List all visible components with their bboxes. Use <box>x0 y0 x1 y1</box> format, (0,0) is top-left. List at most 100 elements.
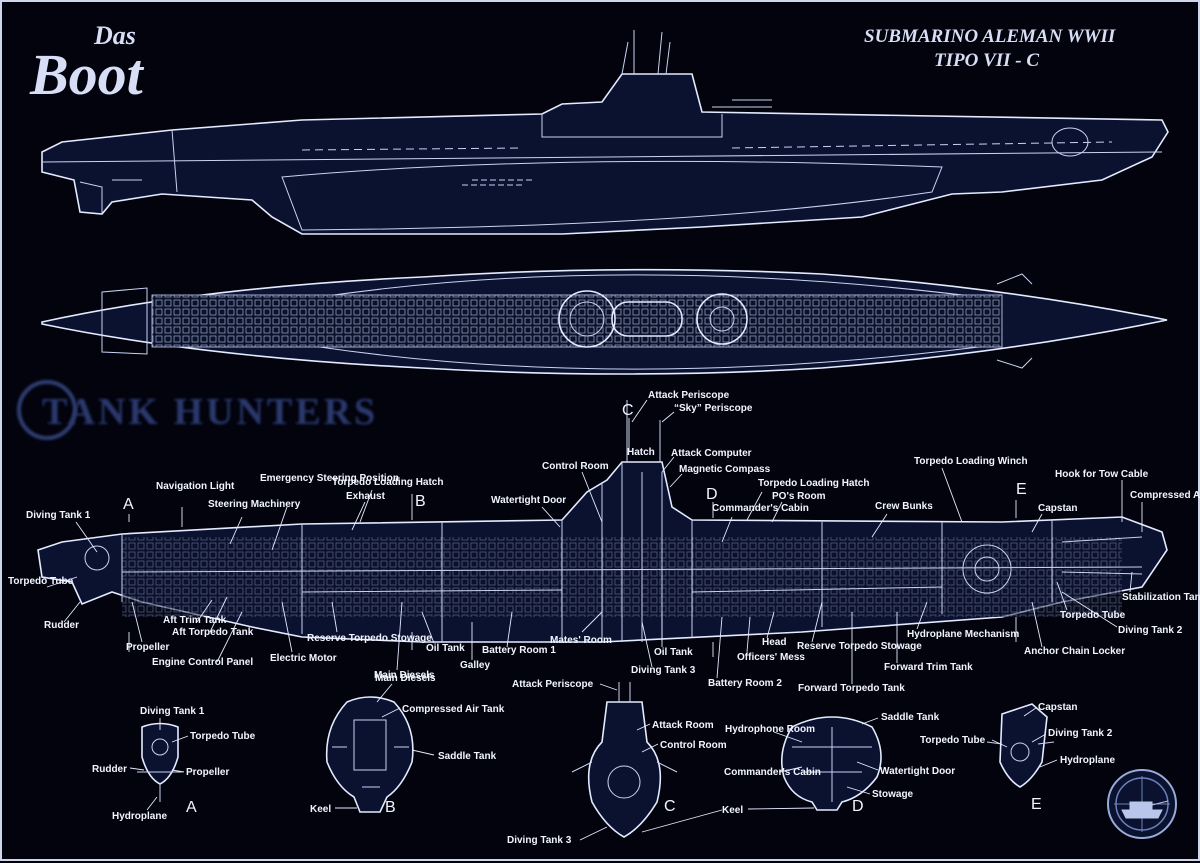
label-forward-torpedo-tank: Forward Torpedo Tank <box>798 683 905 694</box>
label-diving-tank-3: Diving Tank 3 <box>631 665 696 676</box>
label-torpedo-loading-winch: Torpedo Loading Winch <box>914 456 1028 467</box>
xb-keel: Keel <box>310 804 331 815</box>
cross-section-c: Attack Periscope Attack Room Control Roo… <box>507 679 727 846</box>
label-commanders-cabin: Commander's Cabin <box>712 503 809 514</box>
xe-marker: E <box>1031 796 1042 813</box>
xd-saddle-tank: Saddle Tank <box>881 712 940 723</box>
label-propeller: Propeller <box>126 642 169 653</box>
section-markers: A B C D E <box>123 402 1027 657</box>
cutaway-labels: Attack Periscope “Sky” Periscope Control… <box>8 390 1200 694</box>
label-pos-room: PO's Room <box>772 491 826 502</box>
xc-control-room: Control Room <box>660 740 727 751</box>
label-emergency-steering: Emergency Steering Position <box>260 473 399 484</box>
label-torpedo-loading-hatch-aft: Torpedo Loading Hatch <box>332 477 443 488</box>
xc-attack-room: Attack Room <box>652 720 714 731</box>
xa-hydroplane: Hydroplane <box>112 811 167 822</box>
label-capstan: Capstan <box>1038 503 1077 514</box>
label-stabilization-tank: Stabilization Tank <box>1122 592 1200 603</box>
label-mates-room: Mates' Room <box>550 635 612 646</box>
label-officers-mess: Officers' Mess <box>737 652 805 663</box>
label-battery-room-1: Battery Room 1 <box>482 645 556 656</box>
xa-propeller: Propeller <box>186 767 229 778</box>
xa-diving-tank-1: Diving Tank 1 <box>140 706 205 717</box>
label-galley: Galley <box>460 660 490 671</box>
xc-marker: C <box>664 798 676 815</box>
marker-d: D <box>706 486 718 503</box>
label-diving-tank-1: Diving Tank 1 <box>26 510 91 521</box>
label-magnetic-compass: Magnetic Compass <box>679 464 771 475</box>
label-control-room: Control Room <box>542 461 609 472</box>
label-rudder: Rudder <box>44 620 79 631</box>
cross-section-b: Main Diesels Compressed Air Tank Saddle … <box>310 673 505 816</box>
label-exhaust: Exhaust <box>346 491 386 502</box>
label-navigation-light: Navigation Light <box>156 481 235 492</box>
label-torpedo-tube-aft: Torpedo Tube <box>8 576 74 587</box>
label-attack-periscope: Attack Periscope <box>648 390 730 401</box>
cutaway-view <box>37 400 1168 643</box>
logo-line2: Boot <box>29 42 145 107</box>
label-oil-tank-fwd: Oil Tank <box>654 647 693 658</box>
xd-hydrophone-room: Hydrophone Room <box>725 724 815 735</box>
title-line2: TIPO VII - C <box>934 50 1039 71</box>
label-forward-trim-tank: Forward Trim Tank <box>884 662 973 673</box>
xd-keel: Keel <box>722 805 743 816</box>
xe-hydroplane: Hydroplane <box>1060 755 1115 766</box>
marker-c: C <box>622 402 634 419</box>
label-hook-tow-cable: Hook for Tow Cable <box>1055 469 1149 480</box>
xb-main-diesels: Main Diesels <box>375 673 436 684</box>
das-boot-logo: Das Boot <box>29 21 145 107</box>
cross-section-e: Capstan Torpedo Tube Diving Tank 2 Hydro… <box>920 702 1115 813</box>
xa-rudder: Rudder <box>92 764 127 775</box>
marker-e: E <box>1016 481 1027 498</box>
xe-capstan: Capstan <box>1038 702 1077 713</box>
xe-diving-tank-2: Diving Tank 2 <box>1048 728 1113 739</box>
label-aft-trim-tank: Aft Trim Tank <box>163 615 227 626</box>
xc-attack-periscope: Attack Periscope <box>512 679 594 690</box>
marker-b: B <box>415 493 426 510</box>
label-electric-motor: Electric Motor <box>270 653 337 664</box>
label-torpedo-tube-fwd: Torpedo Tube <box>1060 610 1126 621</box>
side-elevation-view <box>41 30 1169 235</box>
xa-marker: A <box>186 799 197 816</box>
xb-saddle-tank: Saddle Tank <box>438 751 497 762</box>
logo-line1: Das <box>93 21 136 50</box>
title-line1: SUBMARINO ALEMAN WWII <box>864 26 1116 47</box>
cross-section-d: Saddle Tank Hydrophone Room Watertight D… <box>722 712 955 816</box>
label-reserve-torpedo-stowage-fwd: Reserve Torpedo Stowage <box>797 641 922 652</box>
xd-marker: D <box>852 798 864 815</box>
xd-watertight-door: Watertight Door <box>880 766 955 777</box>
label-main-diesels: Main Diesels <box>374 670 435 681</box>
label-hydroplane-mechanism: Hydroplane Mechanism <box>907 629 1019 640</box>
title-block: SUBMARINO ALEMAN WWII TIPO VII - C <box>864 26 1116 71</box>
leader-lines <box>46 399 1143 684</box>
watermark-text: TANK HUNTERS <box>42 391 378 433</box>
cross-section-a: Diving Tank 1 Torpedo Tube Rudder Propel… <box>92 706 256 822</box>
label-reserve-torpedo-stowage-aft: Reserve Torpedo Stowage <box>307 633 432 644</box>
xd-stowage: Stowage <box>872 789 914 800</box>
label-steering-machinery: Steering Machinery <box>208 499 301 510</box>
marker-a: A <box>123 496 134 513</box>
xe-torpedo-tube: Torpedo Tube <box>920 735 986 746</box>
label-aft-torpedo-tank: Aft Torpedo Tank <box>172 627 254 638</box>
label-attack-computer: Attack Computer <box>671 448 752 459</box>
label-battery-room-2: Battery Room 2 <box>708 678 782 689</box>
label-watertight-door: Watertight Door <box>491 495 566 506</box>
label-engine-control-panel: Engine Control Panel <box>152 657 253 668</box>
xc-diving-tank-3: Diving Tank 3 <box>507 835 572 846</box>
xa-torpedo-tube: Torpedo Tube <box>190 731 256 742</box>
label-compressed-air-tank: Compressed Air Tank <box>1130 490 1200 501</box>
label-crew-bunks: Crew Bunks <box>875 501 933 512</box>
xb-compressed-air-tank: Compressed Air Tank <box>402 704 505 715</box>
label-head: Head <box>762 637 786 648</box>
xd-commanders-cabin: Commander's Cabin <box>724 767 821 778</box>
label-anchor-chain-locker: Anchor Chain Locker <box>1024 646 1125 657</box>
label-torpedo-loading-hatch-fwd: Torpedo Loading Hatch <box>758 478 869 489</box>
label-diving-tank-2: Diving Tank 2 <box>1118 625 1183 636</box>
label-oil-tank-aft: Oil Tank <box>426 643 465 654</box>
tank-hunters-watermark: TANK HUNTERS <box>17 380 378 440</box>
xb-marker: B <box>385 799 396 816</box>
label-sky-periscope: “Sky” Periscope <box>674 403 753 414</box>
plan-view <box>41 268 1168 375</box>
